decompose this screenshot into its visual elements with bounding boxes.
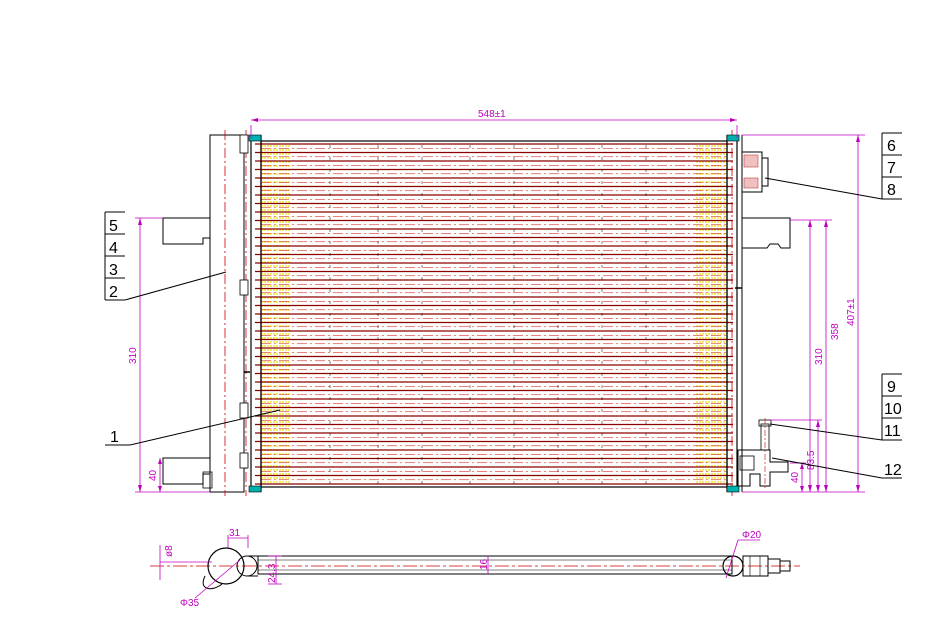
right-mounting-bracket [741, 217, 791, 249]
dim-height-40-right: 40 [790, 471, 801, 483]
balloon-4: 4 [109, 240, 118, 257]
dim-31: 31 [229, 528, 241, 539]
tube-rows [255, 143, 733, 485]
left-header-tank [162, 130, 262, 496]
balloon-6: 6 [887, 138, 896, 155]
bottom-plan-view [150, 547, 800, 590]
dim-overall-width: 548±1 [478, 109, 506, 120]
right-header-tank [726, 130, 791, 496]
balloon-8: 8 [887, 182, 896, 199]
balloon-table-left [104, 211, 227, 301]
plan-core-body [257, 555, 733, 575]
balloon-table-right-bottom [769, 373, 902, 479]
plan-left-tank [207, 547, 245, 585]
balloon-12: 12 [884, 462, 902, 479]
dim-height-310-right: 310 [814, 348, 825, 365]
dim-height-310-left: 310 [128, 347, 139, 364]
dim-height-83-5: 83.5 [806, 450, 817, 470]
balloon-1-leader [105, 409, 281, 446]
dim-height-40-left: 40 [148, 469, 159, 481]
balloon-9: 9 [887, 379, 896, 396]
condenser-core [255, 140, 733, 488]
fin-hatch-right [696, 145, 725, 485]
fin-hatch-left [261, 145, 290, 485]
tube-ticks [329, 145, 647, 485]
balloon-7: 7 [887, 160, 896, 177]
left-header-cap-bottom [248, 485, 262, 493]
dim-dia-20: Φ20 [742, 530, 762, 541]
receiver-drier [209, 134, 245, 493]
dim-dia-35: Φ35 [180, 598, 200, 609]
balloon-11: 11 [884, 423, 901, 440]
dim-16: 16 [479, 558, 490, 570]
balloon-table-right-top [764, 132, 902, 200]
lower-pipe-connector [737, 418, 789, 488]
dim-overall-height: 407±1 [846, 298, 857, 326]
dim-height-358: 358 [830, 323, 841, 340]
upper-pipe-connector [741, 151, 769, 193]
plan-dimension-lines [159, 535, 760, 599]
upper-left-bracket [162, 217, 211, 245]
dim-dia-8: ø8 [164, 545, 175, 557]
balloon-2: 2 [109, 284, 118, 301]
dimension-arrows [138, 118, 860, 492]
right-header-cap-bottom [726, 485, 740, 493]
balloon-5: 5 [109, 218, 118, 235]
right-header-cap-top [726, 134, 740, 142]
balloon-1: 1 [110, 429, 119, 446]
balloon-3: 3 [109, 262, 118, 279]
left-header-cap-top [248, 134, 262, 142]
dim-24-3: 24.3 [267, 563, 278, 583]
balloon-10: 10 [884, 401, 902, 418]
